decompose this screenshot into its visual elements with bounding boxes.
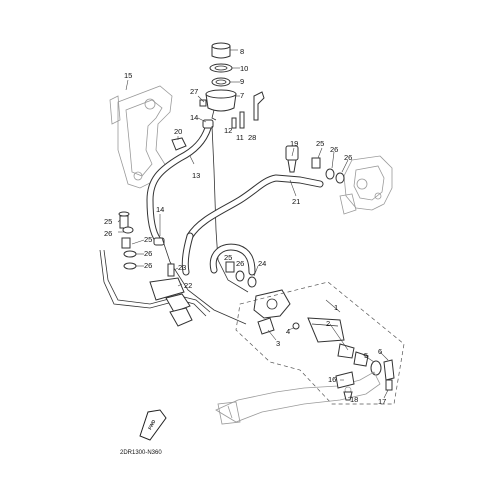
- diaphragm-plate-10: [209, 63, 233, 73]
- callout-21: 21: [292, 197, 300, 206]
- caliper-bracket: [339, 155, 393, 215]
- callout-24: 24: [258, 259, 266, 268]
- callout-25-left-b: 25: [144, 235, 152, 244]
- gasket-26-upper-b: [335, 172, 345, 184]
- fwd-label: FWD: [147, 418, 157, 430]
- left-fittings: [118, 211, 185, 301]
- boot-5: [370, 360, 382, 376]
- callout-15: 15: [124, 71, 132, 80]
- callout-14-upper: 14: [190, 113, 198, 122]
- reservoir-assembly: [199, 42, 265, 129]
- callout-3: 3: [276, 339, 280, 348]
- callout-17: 17: [378, 397, 386, 406]
- callout-26-left-a: 26: [104, 229, 112, 238]
- callout-10: 10: [240, 64, 248, 73]
- cotter-pin-18: [343, 391, 353, 401]
- callout-16: 16: [328, 375, 336, 384]
- bolt-12: [231, 117, 237, 129]
- brake-pedal: [215, 371, 381, 425]
- brake-pipe: [99, 125, 249, 325]
- callout-25-mid: 25: [224, 253, 232, 262]
- callout-1: 1: [334, 303, 338, 312]
- callout-9: 9: [240, 77, 244, 86]
- callout-13: 13: [192, 171, 200, 180]
- kit-boundary: [235, 281, 405, 405]
- callout-5: 5: [364, 351, 368, 360]
- gasket-26-mid-a: [235, 270, 245, 282]
- o-ring-4: [292, 322, 300, 330]
- callout-14-lower: 14: [156, 205, 164, 214]
- piston-kit-2: [337, 343, 355, 359]
- callout-4: 4: [286, 327, 290, 336]
- pin-16: [335, 371, 355, 389]
- union-bolt-25-upper: [311, 157, 321, 169]
- brake-hose-24: [209, 243, 256, 276]
- callout-12: 12: [224, 126, 232, 135]
- callout-26-mid: 26: [236, 259, 244, 268]
- callout-25-left-a: 25: [104, 217, 112, 226]
- bolt-23: [167, 263, 175, 277]
- callout-25-upper: 25: [316, 139, 324, 148]
- callout-22: 22: [184, 281, 192, 290]
- union-bolt-25-left-b: [121, 237, 131, 249]
- callout-11: 11: [236, 133, 244, 142]
- leader-lines: [117, 49, 389, 399]
- callout-28: 28: [248, 133, 256, 142]
- callout-27: 27: [190, 87, 198, 96]
- screw-27: [199, 99, 207, 107]
- callout-labels: 1 2 3 4 5 6 7 8 9 10 11 12 13 14 14 15 1…: [104, 47, 386, 406]
- callout-2: 2: [326, 319, 330, 328]
- callout-26-upper-b: 26: [344, 153, 352, 162]
- callout-18: 18: [350, 395, 358, 404]
- lower-left-connectors: [165, 293, 193, 327]
- gasket-26-mid-b: [247, 276, 257, 288]
- push-rod-6: [383, 359, 395, 381]
- diagram-code: 2DR1300-N360: [120, 450, 162, 456]
- diaphragm-9: [211, 77, 231, 87]
- callout-26-left-b: 26: [144, 249, 152, 258]
- callout-19: 19: [290, 139, 298, 148]
- reservoir-hose-13: [146, 119, 214, 246]
- clamp-20: [171, 137, 187, 151]
- hose-clip-14-lower: [153, 237, 165, 246]
- gasket-26-left-b: [123, 262, 137, 270]
- union-bolt-25-mid: [225, 261, 235, 273]
- callout-23: 23: [178, 263, 186, 272]
- callout-26-upper-a: 26: [330, 145, 338, 154]
- joint-3: [257, 317, 275, 335]
- fwd-arrow-icon: FWD: [139, 409, 167, 441]
- union-bolt-25-left-a: [119, 215, 129, 229]
- master-cylinder: [253, 289, 395, 391]
- reservoir-stay-28: [253, 91, 265, 121]
- callout-20: 20: [174, 127, 182, 136]
- brake-hose-21: [181, 174, 324, 276]
- callout-8: 8: [240, 47, 244, 56]
- nut-17: [385, 379, 393, 391]
- reservoir-tank-7: [205, 93, 237, 112]
- callout-6: 6: [378, 347, 382, 356]
- gasket-26-left-a: [123, 250, 137, 258]
- bolt-11: [239, 111, 245, 129]
- pipe-holder-22: [149, 277, 185, 301]
- callout-7: 7: [240, 91, 244, 100]
- callout-26-left-c: 26: [144, 261, 152, 270]
- gasket-26-upper-a: [325, 168, 335, 180]
- union-bolt-19: [285, 145, 299, 173]
